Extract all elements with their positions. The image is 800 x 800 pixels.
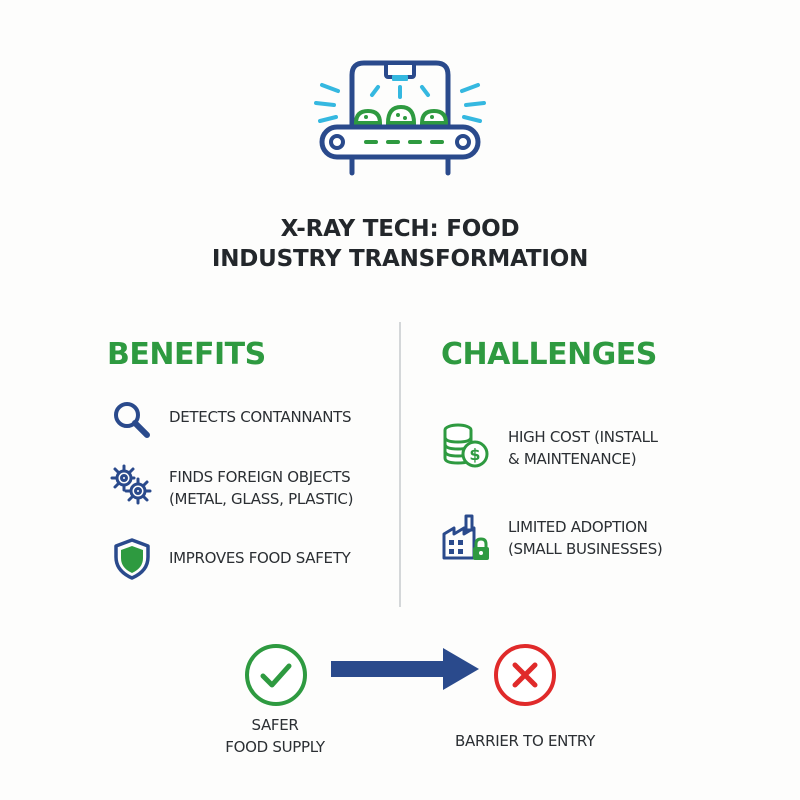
coins-dollar-icon: $ bbox=[440, 422, 492, 470]
svg-text:$: $ bbox=[469, 445, 480, 464]
challenge-item-high-cost: HIGH COST (INSTALL & MAINTENANCE) bbox=[508, 426, 658, 470]
challenge-item-limited-adoption: LIMITED ADOPTION (SMALL BUSINESSES) bbox=[508, 516, 663, 560]
gears-icon bbox=[108, 461, 154, 507]
x-circle-icon bbox=[491, 641, 559, 709]
benefit-item-contaminants: DETECTS CONTANNANTS bbox=[169, 406, 352, 428]
benefit-item-food-safety: IMPROVES FOOD SAFETY bbox=[169, 547, 351, 569]
title-line-2: INDUSTRY TRANSFORMATION bbox=[211, 246, 589, 272]
outcome-caption-line: SAFER bbox=[251, 716, 299, 734]
arrow-right-icon bbox=[331, 646, 481, 692]
factory-lock-icon bbox=[440, 512, 492, 564]
challenges-heading: CHALLENGES bbox=[441, 337, 657, 372]
challenge-item-line: LIMITED ADOPTION bbox=[508, 518, 648, 536]
outcome-safer-food-supply: SAFER FOOD SUPPLY bbox=[205, 714, 345, 758]
benefit-item-line: IMPROVES FOOD SAFETY bbox=[169, 549, 351, 567]
check-circle-icon bbox=[242, 641, 310, 709]
benefit-item-line: FINDS FOREIGN OBJECTS bbox=[169, 468, 351, 486]
outcome-caption-line: FOOD SUPPLY bbox=[225, 738, 325, 756]
shield-icon bbox=[112, 537, 152, 581]
benefit-item-line: (METAL, GLASS, PLASTIC) bbox=[169, 490, 354, 508]
outcome-barrier-to-entry: BARRIER TO ENTRY bbox=[430, 730, 620, 752]
challenge-item-line: HIGH COST (INSTALL bbox=[508, 428, 658, 446]
outcome-caption-line: BARRIER TO ENTRY bbox=[455, 732, 595, 750]
xray-conveyor-icon bbox=[300, 45, 500, 180]
challenge-item-line: & MAINTENANCE) bbox=[508, 450, 637, 468]
title-line-1: X-RAY TECH: FOOD bbox=[280, 216, 520, 242]
page-title: X-RAY TECH: FOOD INDUSTRY TRANSFORMATION bbox=[0, 214, 800, 274]
challenge-item-line: (SMALL BUSINESSES) bbox=[508, 540, 663, 558]
benefits-heading: BENEFITS bbox=[107, 337, 266, 372]
column-divider bbox=[399, 322, 401, 607]
magnifier-icon bbox=[110, 398, 154, 442]
benefit-item-foreign-objects: FINDS FOREIGN OBJECTS (METAL, GLASS, PLA… bbox=[169, 466, 353, 510]
benefit-item-line: DETECTS CONTANNANTS bbox=[169, 408, 352, 426]
